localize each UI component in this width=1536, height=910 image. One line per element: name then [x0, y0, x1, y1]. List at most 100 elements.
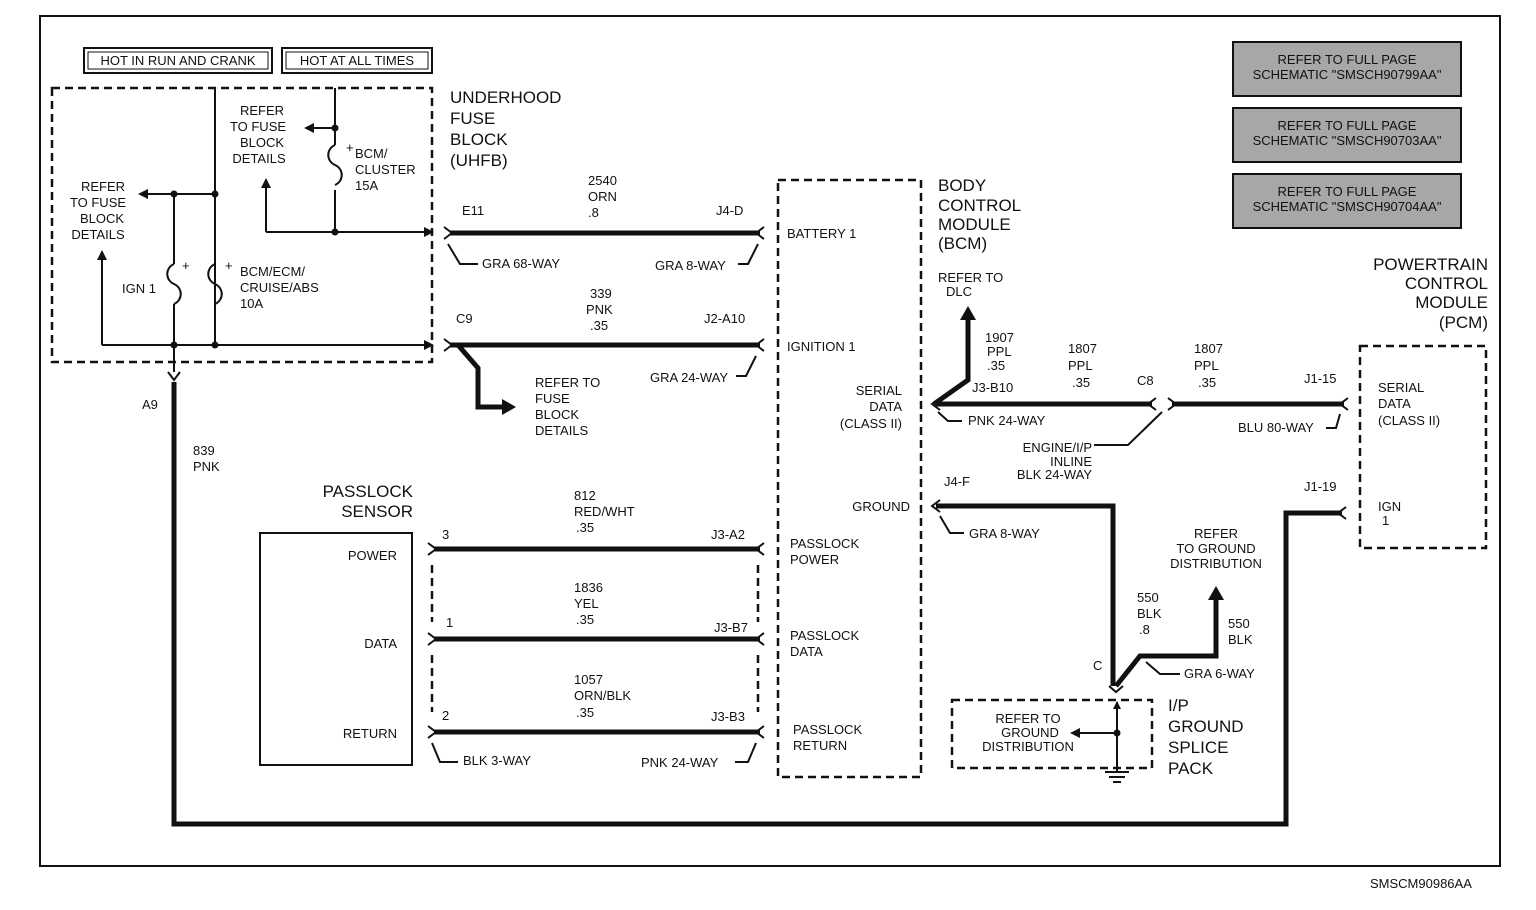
fuse-icon — [207, 263, 223, 305]
svg-text:.35: .35 — [1198, 375, 1216, 390]
ip-ground-splice-pack: REFER TO GROUND DISTRIBUTION I/P GROUND … — [950, 696, 1244, 783]
svg-text:J1-19: J1-19 — [1304, 479, 1337, 494]
svg-text:PNK 24-WAY: PNK 24-WAY — [968, 413, 1046, 428]
svg-text:GRA 8-WAY: GRA 8-WAY — [655, 258, 726, 273]
svg-text:1807: 1807 — [1194, 341, 1223, 356]
reference-boxes: REFER TO FULL PAGE SCHEMATIC "SMSCH90799… — [1232, 41, 1462, 229]
legend-hot-run-crank: HOT IN RUN AND CRANK — [100, 53, 255, 68]
svg-text:DETAILS: DETAILS — [535, 423, 589, 438]
svg-text:PPL: PPL — [987, 344, 1012, 359]
passlock-sensor: PASSLOCK SENSOR POWER DATA RETURN — [259, 482, 760, 766]
wire-1836: 1 1836 YEL .35 J3-B7 — [427, 580, 765, 646]
svg-text:IGNITION 1: IGNITION 1 — [787, 339, 856, 354]
svg-text:DATA: DATA — [1378, 396, 1411, 411]
powertrain-control-module: POWERTRAIN CONTROL MODULE (PCM) SERIAL D… — [1358, 255, 1488, 550]
svg-text:GRA 8-WAY: GRA 8-WAY — [969, 526, 1040, 541]
svg-text:J3-A2: J3-A2 — [711, 527, 745, 542]
svg-text:FUSE: FUSE — [535, 391, 570, 406]
svg-text:J2-A10: J2-A10 — [704, 311, 745, 326]
svg-text:BLK 3-WAY: BLK 3-WAY — [463, 753, 531, 768]
svg-text:BCM/ECM/: BCM/ECM/ — [240, 264, 305, 279]
svg-text:.8: .8 — [588, 205, 599, 220]
svg-text:PASSLOCK: PASSLOCK — [790, 536, 859, 551]
svg-text:RED/WHT: RED/WHT — [574, 504, 635, 519]
svg-text:TO GROUND: TO GROUND — [1176, 541, 1255, 556]
wire-2540: E11 2540 ORN .8 J4-D GRA 68-WAY GRA 8-WA… — [443, 173, 765, 273]
reference-box-3[interactable] — [1232, 173, 1462, 229]
svg-text:REFER TO: REFER TO — [535, 375, 600, 390]
svg-text:2540: 2540 — [588, 173, 617, 188]
svg-text:PPL: PPL — [1068, 358, 1093, 373]
svg-text:SCHEMATIC "SMSCH90704AA": SCHEMATIC "SMSCH90704AA" — [1253, 199, 1442, 214]
svg-text:CONTROL: CONTROL — [1405, 274, 1488, 293]
svg-text:DATA: DATA — [869, 399, 902, 414]
svg-text:BLOCK: BLOCK — [535, 407, 579, 422]
svg-text:BLK: BLK — [1137, 606, 1162, 621]
svg-text:BLOCK: BLOCK — [80, 211, 124, 226]
svg-text:SERIAL: SERIAL — [856, 383, 902, 398]
svg-text:DETAILS: DETAILS — [71, 227, 125, 242]
svg-text:RETURN: RETURN — [793, 738, 847, 753]
svg-text:(UHFB): (UHFB) — [450, 151, 508, 170]
svg-text:BLK 24-WAY: BLK 24-WAY — [1017, 467, 1092, 482]
svg-text:.8: .8 — [1139, 622, 1150, 637]
svg-text:REFER: REFER — [240, 103, 284, 118]
underhood-fuse-block: UNDERHOOD FUSE BLOCK (UHFB) + BCM/ CLUST… — [50, 86, 561, 372]
svg-text:SENSOR: SENSOR — [341, 502, 413, 521]
svg-text:+: + — [346, 140, 354, 155]
svg-text:.35: .35 — [576, 612, 594, 627]
svg-text:E11: E11 — [462, 203, 484, 218]
svg-text:PASSLOCK: PASSLOCK — [790, 628, 859, 643]
svg-text:GRA 6-WAY: GRA 6-WAY — [1184, 666, 1255, 681]
svg-text:J4-F: J4-F — [944, 474, 970, 489]
reference-box-2[interactable] — [1232, 107, 1462, 163]
svg-text:3: 3 — [442, 527, 449, 542]
svg-text:REFER TO: REFER TO — [995, 711, 1060, 726]
svg-text:DISTRIBUTION: DISTRIBUTION — [982, 739, 1074, 754]
svg-text:.35: .35 — [576, 520, 594, 535]
svg-text:BLOCK: BLOCK — [240, 135, 284, 150]
wire-839: A9 839 PNK J1-19 — [142, 371, 1347, 827]
svg-text:J4-D: J4-D — [716, 203, 743, 218]
svg-text:REFER TO FULL PAGE: REFER TO FULL PAGE — [1278, 52, 1417, 67]
svg-text:1: 1 — [446, 615, 453, 630]
svg-text:ORN: ORN — [588, 189, 617, 204]
svg-text:GROUND: GROUND — [1168, 717, 1244, 736]
svg-text:J3-B10: J3-B10 — [972, 380, 1013, 395]
svg-text:POWERTRAIN: POWERTRAIN — [1373, 255, 1488, 274]
svg-text:.35: .35 — [1072, 375, 1090, 390]
svg-text:(CLASS II): (CLASS II) — [1378, 413, 1440, 428]
svg-text:C9: C9 — [456, 311, 473, 326]
svg-text:J3-B3: J3-B3 — [711, 709, 745, 724]
svg-text:1: 1 — [1382, 513, 1389, 528]
svg-text:CRUISE/ABS: CRUISE/ABS — [240, 280, 319, 295]
wire-339: C9 339 PNK .35 J2-A10 REFER TO FUSE BLOC… — [443, 286, 765, 438]
svg-text:PNK: PNK — [193, 459, 220, 474]
fuse-icon — [166, 263, 182, 305]
svg-text:C8: C8 — [1137, 373, 1154, 388]
svg-text:GROUND: GROUND — [852, 499, 910, 514]
svg-text:DETAILS: DETAILS — [232, 151, 286, 166]
reference-box-1[interactable] — [1232, 41, 1462, 97]
svg-text:SERIAL: SERIAL — [1378, 380, 1424, 395]
svg-text:A9: A9 — [142, 397, 158, 412]
svg-text:J1-15: J1-15 — [1304, 371, 1337, 386]
svg-text:INLINE: INLINE — [1050, 454, 1092, 469]
svg-text:DISTRIBUTION: DISTRIBUTION — [1170, 556, 1262, 571]
svg-text:SCHEMATIC "SMSCH90703AA": SCHEMATIC "SMSCH90703AA" — [1253, 133, 1442, 148]
svg-text:UNDERHOOD: UNDERHOOD — [450, 88, 561, 107]
svg-text:10A: 10A — [240, 296, 263, 311]
svg-text:MODULE: MODULE — [1415, 293, 1488, 312]
svg-text:YEL: YEL — [574, 596, 599, 611]
svg-text:839: 839 — [193, 443, 215, 458]
svg-text:(PCM): (PCM) — [1439, 313, 1488, 332]
svg-text:CONTROL: CONTROL — [938, 196, 1021, 215]
svg-text:SCHEMATIC "SMSCH90799AA": SCHEMATIC "SMSCH90799AA" — [1253, 67, 1442, 82]
fuse-icon — [327, 144, 343, 186]
svg-text:BODY: BODY — [938, 176, 986, 195]
svg-text:PPL: PPL — [1194, 358, 1219, 373]
ground-wiring: J4-F GRA 8-WAY 550 BLK .8 C 550 BLK REFE… — [930, 474, 1262, 694]
svg-text:REFER: REFER — [81, 179, 125, 194]
svg-text:1907: 1907 — [985, 330, 1014, 345]
